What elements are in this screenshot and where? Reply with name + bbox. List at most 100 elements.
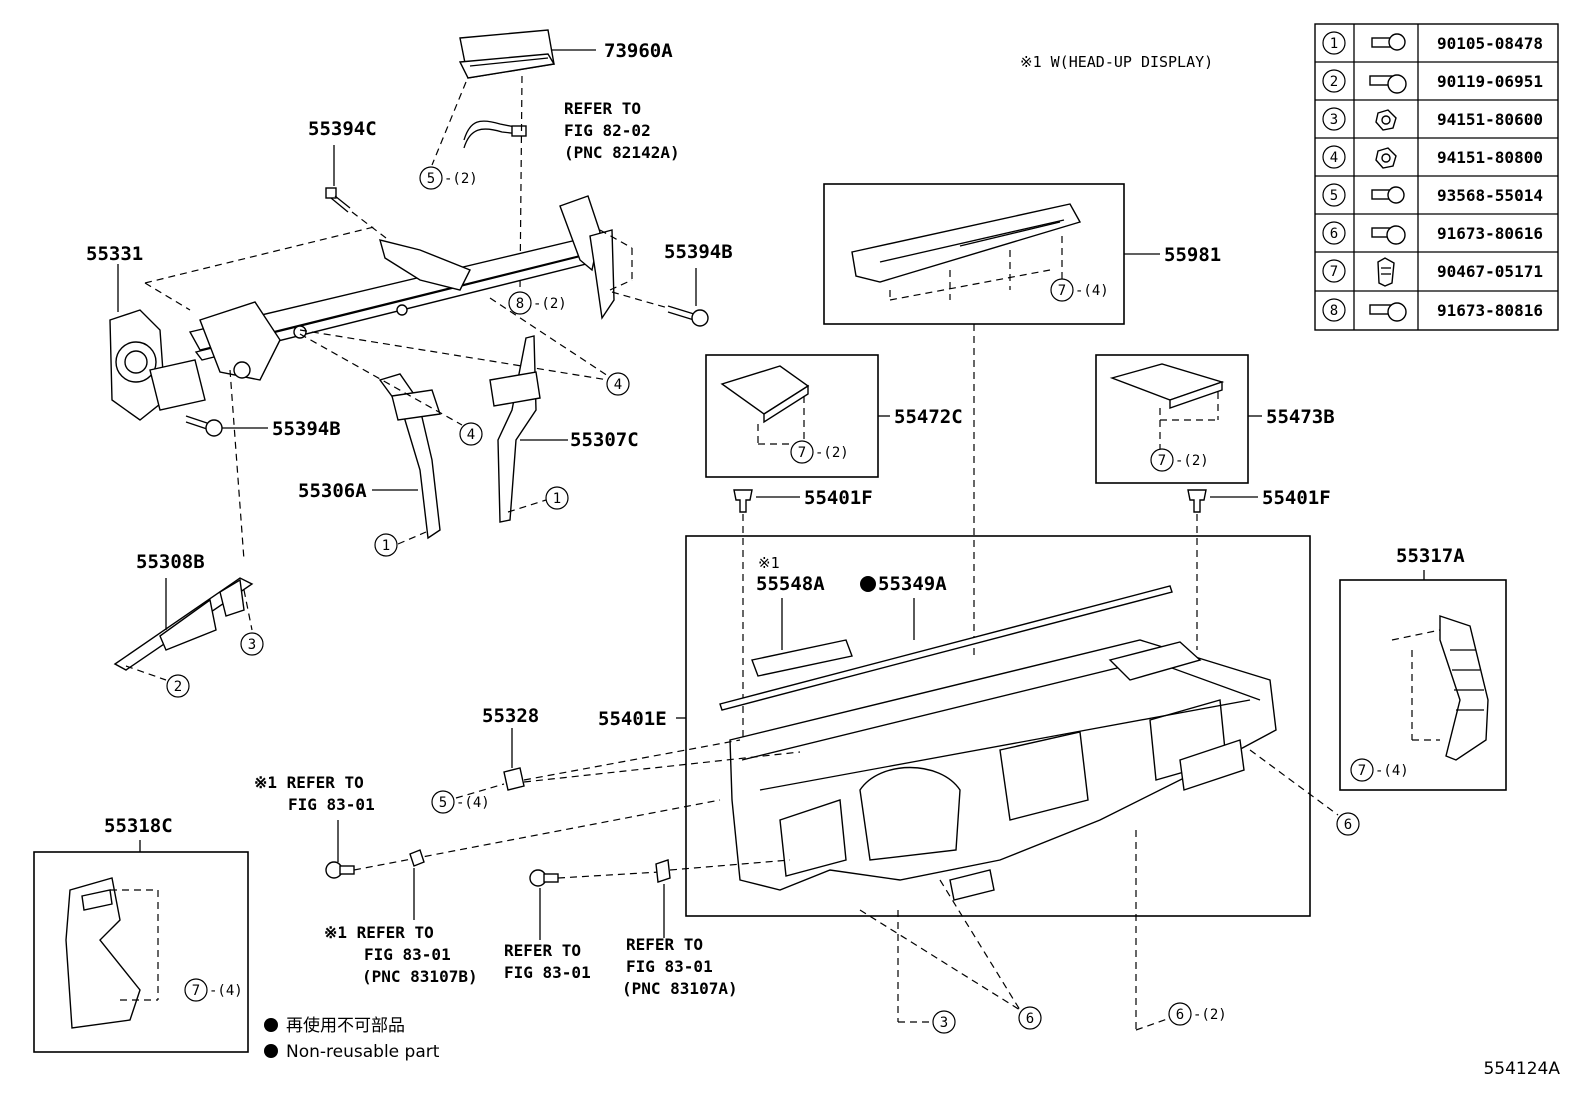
svg-text:4: 4 (467, 427, 475, 443)
svg-text:FIG 83-01: FIG 83-01 (288, 795, 375, 814)
svg-text:2: 2 (174, 679, 182, 695)
instrument-panel-frame (685, 535, 1311, 917)
part-label: 73960A (604, 40, 673, 62)
panel-55473b-frame (1095, 354, 1249, 484)
bolt-icon (1371, 33, 1406, 51)
legend: 再使用不可部品 Non-reusable part (264, 1015, 440, 1062)
panel-55317a-frame (1339, 579, 1507, 791)
table-row: 2 90119-06951 (1322, 69, 1543, 93)
table-row: 7 90467-05171 (1322, 259, 1543, 283)
svg-text:6: 6 (1344, 817, 1352, 833)
svg-text:-(4): -(4) (1375, 763, 1409, 779)
side-cover-55473b (1109, 363, 1225, 409)
clip-icon (1377, 257, 1395, 287)
svg-text:7: 7 (1330, 264, 1338, 280)
ref-note: ※1 REFER TO FIG 83-01 (PNC 83107B) (324, 923, 478, 986)
side-panel-55318c (65, 877, 141, 1029)
bolt-55394b-lower (185, 415, 223, 437)
svg-text:4: 4 (614, 377, 622, 393)
part-label: 55401F (804, 487, 873, 509)
svg-text:REFER TO: REFER TO (626, 935, 703, 954)
diagram-code: 554124A (1483, 1059, 1560, 1079)
svg-text:1: 1 (553, 491, 561, 507)
part-label: 55308B (136, 551, 205, 573)
callout-1: 1 (545, 486, 569, 510)
svg-text:-(4): -(4) (209, 983, 243, 999)
clip-55401f-left (733, 489, 753, 513)
center-brace-55307c (489, 335, 541, 523)
ref-note: REFER TO FIG 83-01 (PNC 83107A) (622, 935, 738, 998)
part-number: 90119-06951 (1437, 72, 1543, 91)
svg-text:REFER TO: REFER TO (504, 941, 581, 960)
part-number: 94151-80800 (1437, 148, 1543, 167)
callout-7: 7 -(4) (184, 978, 243, 1002)
callout-7: 7-(2) (790, 440, 849, 464)
part-label: 55307C (570, 429, 639, 451)
part-label: 55394B (664, 241, 733, 263)
svg-text:2: 2 (1330, 74, 1338, 90)
callout-6: 6 -(2) (1168, 1002, 1227, 1026)
center-brace-55306a (378, 373, 441, 540)
hud-note: ※1 W(HEAD-UP DISPLAY) (1020, 53, 1213, 71)
bolt-55394b (667, 305, 709, 327)
bolt-55394c (325, 187, 351, 213)
bolt-icon (1369, 74, 1407, 94)
side-cover-55472c (720, 365, 810, 424)
panel-55318c-frame (33, 851, 249, 1053)
svg-text:-(2): -(2) (1193, 1007, 1227, 1023)
part-label: 55331 (86, 243, 143, 265)
svg-text:1: 1 (382, 538, 390, 554)
bolt-ref (325, 861, 355, 879)
clip-55328 (503, 767, 525, 791)
svg-text:-(4): -(4) (1075, 283, 1109, 299)
part-label: 55401E (598, 708, 667, 730)
svg-text:FIG 82-02: FIG 82-02 (564, 121, 651, 140)
part-label: 55401F (1262, 487, 1331, 509)
head-up-display-module (458, 29, 596, 79)
callout-6: 6 (1336, 812, 1360, 836)
svg-text:-(4): -(4) (456, 795, 490, 811)
svg-text:8: 8 (516, 296, 524, 312)
svg-text:FIG 83-01: FIG 83-01 (626, 957, 713, 976)
callout-7: 7-(2) (1150, 448, 1209, 472)
svg-text:3: 3 (1330, 112, 1338, 128)
upper-panel-55981 (851, 203, 1082, 283)
svg-text:3: 3 (940, 1015, 948, 1031)
part-label: 55306A (298, 480, 367, 502)
svg-text:(PNC 83107A): (PNC 83107A) (622, 979, 738, 998)
svg-text:7: 7 (1058, 283, 1066, 299)
svg-text:6: 6 (1176, 1007, 1184, 1023)
svg-text:FIG 83-01: FIG 83-01 (504, 963, 591, 982)
svg-text:-(2): -(2) (444, 171, 478, 187)
svg-text:Non-reusable part: Non-reusable part (286, 1042, 440, 1062)
callout-2: 2 (166, 674, 190, 698)
svg-text:FIG 83-01: FIG 83-01 (364, 945, 451, 964)
ref-note: REFER TO FIG 83-01 (504, 941, 591, 982)
callout-4: 4 (606, 372, 630, 396)
bolt-ref (529, 869, 559, 887)
part-label: 55328 (482, 705, 539, 727)
svg-text:3: 3 (248, 637, 256, 653)
svg-text:1: 1 (1330, 36, 1338, 52)
clip-ref (409, 849, 425, 867)
svg-text:7: 7 (1158, 453, 1166, 469)
part-label: 55349A (878, 573, 947, 595)
part-label: 55394B (272, 418, 341, 440)
part-number: 90467-05171 (1437, 262, 1543, 281)
wire-harness (463, 120, 521, 141)
svg-text:※1 REFER TO: ※1 REFER TO (254, 773, 364, 792)
hud-mark: ※1 (758, 554, 780, 572)
part-number: 91673-80816 (1437, 301, 1543, 320)
panel-55472c-frame (705, 354, 879, 478)
ref-note: REFER TO FIG 82-02 (PNC 82142A) (564, 99, 680, 162)
svg-text:※1 REFER TO: ※1 REFER TO (324, 923, 434, 942)
part-number: 93568-55014 (1437, 186, 1543, 205)
instrument-panel-reinforcement (109, 195, 615, 421)
svg-text:7: 7 (192, 983, 200, 999)
part-label: 55318C (104, 815, 173, 837)
